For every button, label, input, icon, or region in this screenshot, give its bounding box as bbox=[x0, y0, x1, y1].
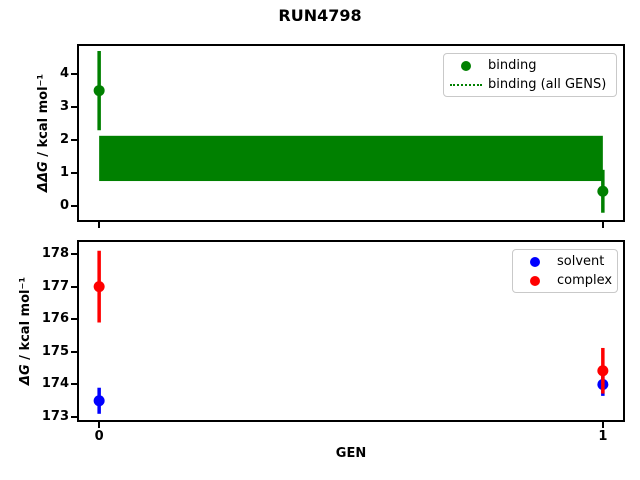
y-tick-label: 177 bbox=[41, 278, 69, 294]
y-tick bbox=[71, 172, 77, 175]
legend-dg: solvent complex bbox=[512, 249, 618, 293]
y-tick bbox=[71, 350, 77, 353]
confidence-band bbox=[99, 135, 603, 182]
binding-data-point bbox=[597, 185, 609, 197]
y-tick bbox=[71, 416, 77, 419]
legend-sample bbox=[513, 256, 557, 267]
legend-sample bbox=[513, 275, 557, 286]
y-tick bbox=[71, 73, 77, 76]
y-tick bbox=[71, 139, 77, 142]
legend-entry-complex: complex bbox=[513, 271, 613, 290]
dotted-line-icon bbox=[450, 83, 482, 86]
solvent-dot-icon bbox=[530, 256, 540, 267]
y-tick-label: 3 bbox=[59, 99, 69, 115]
y-tick-label: 1 bbox=[59, 165, 69, 181]
y-axis-label-ddg-units: / kcal mol⁻¹ bbox=[36, 73, 51, 162]
legend-entry-solvent: solvent bbox=[513, 252, 611, 271]
y-tick-label: 176 bbox=[41, 311, 69, 327]
y-tick-label: 175 bbox=[41, 343, 69, 359]
y-tick bbox=[71, 106, 77, 109]
y-tick bbox=[71, 253, 77, 256]
y-tick bbox=[71, 383, 77, 386]
x-axis-label: GEN bbox=[335, 446, 367, 461]
plot-area-dg bbox=[93, 250, 609, 414]
legend-entry-binding: binding bbox=[444, 56, 610, 75]
legend-sample bbox=[444, 60, 488, 71]
legend-label: complex bbox=[557, 273, 613, 288]
y-tick-label: 173 bbox=[41, 409, 69, 425]
y-tick bbox=[71, 318, 77, 321]
complex-dot-icon bbox=[530, 275, 540, 286]
y-tick-label: 2 bbox=[59, 132, 69, 148]
y-tick-label: 0 bbox=[59, 198, 69, 214]
complex-data-point bbox=[597, 365, 609, 377]
figure-title: RUN4798 bbox=[278, 6, 362, 25]
legend-ddg: binding binding (all GENS) bbox=[443, 53, 617, 97]
x-tick bbox=[98, 222, 101, 228]
x-tick bbox=[601, 222, 604, 228]
y-tick bbox=[71, 285, 77, 288]
y-tick-label: 174 bbox=[41, 376, 69, 392]
x-tick-label: 1 bbox=[598, 429, 608, 444]
legend-sample bbox=[444, 83, 488, 86]
binding-dot-icon bbox=[461, 60, 471, 71]
solvent-data-point bbox=[93, 395, 105, 407]
legend-entry-binding-all-gens: binding (all GENS) bbox=[444, 75, 610, 94]
binding-data-point bbox=[93, 85, 105, 97]
y-tick bbox=[71, 205, 77, 208]
y-tick-label: 178 bbox=[41, 246, 69, 262]
x-tick bbox=[601, 422, 604, 428]
legend-label: binding bbox=[488, 58, 537, 73]
complex-data-point bbox=[93, 281, 105, 293]
legend-label: binding (all GENS) bbox=[488, 77, 607, 92]
x-tick-label: 0 bbox=[94, 429, 104, 444]
x-tick bbox=[98, 422, 101, 428]
legend-label: solvent bbox=[557, 254, 605, 269]
y-tick-label: 4 bbox=[59, 66, 69, 82]
plot-area-ddg bbox=[93, 50, 609, 213]
